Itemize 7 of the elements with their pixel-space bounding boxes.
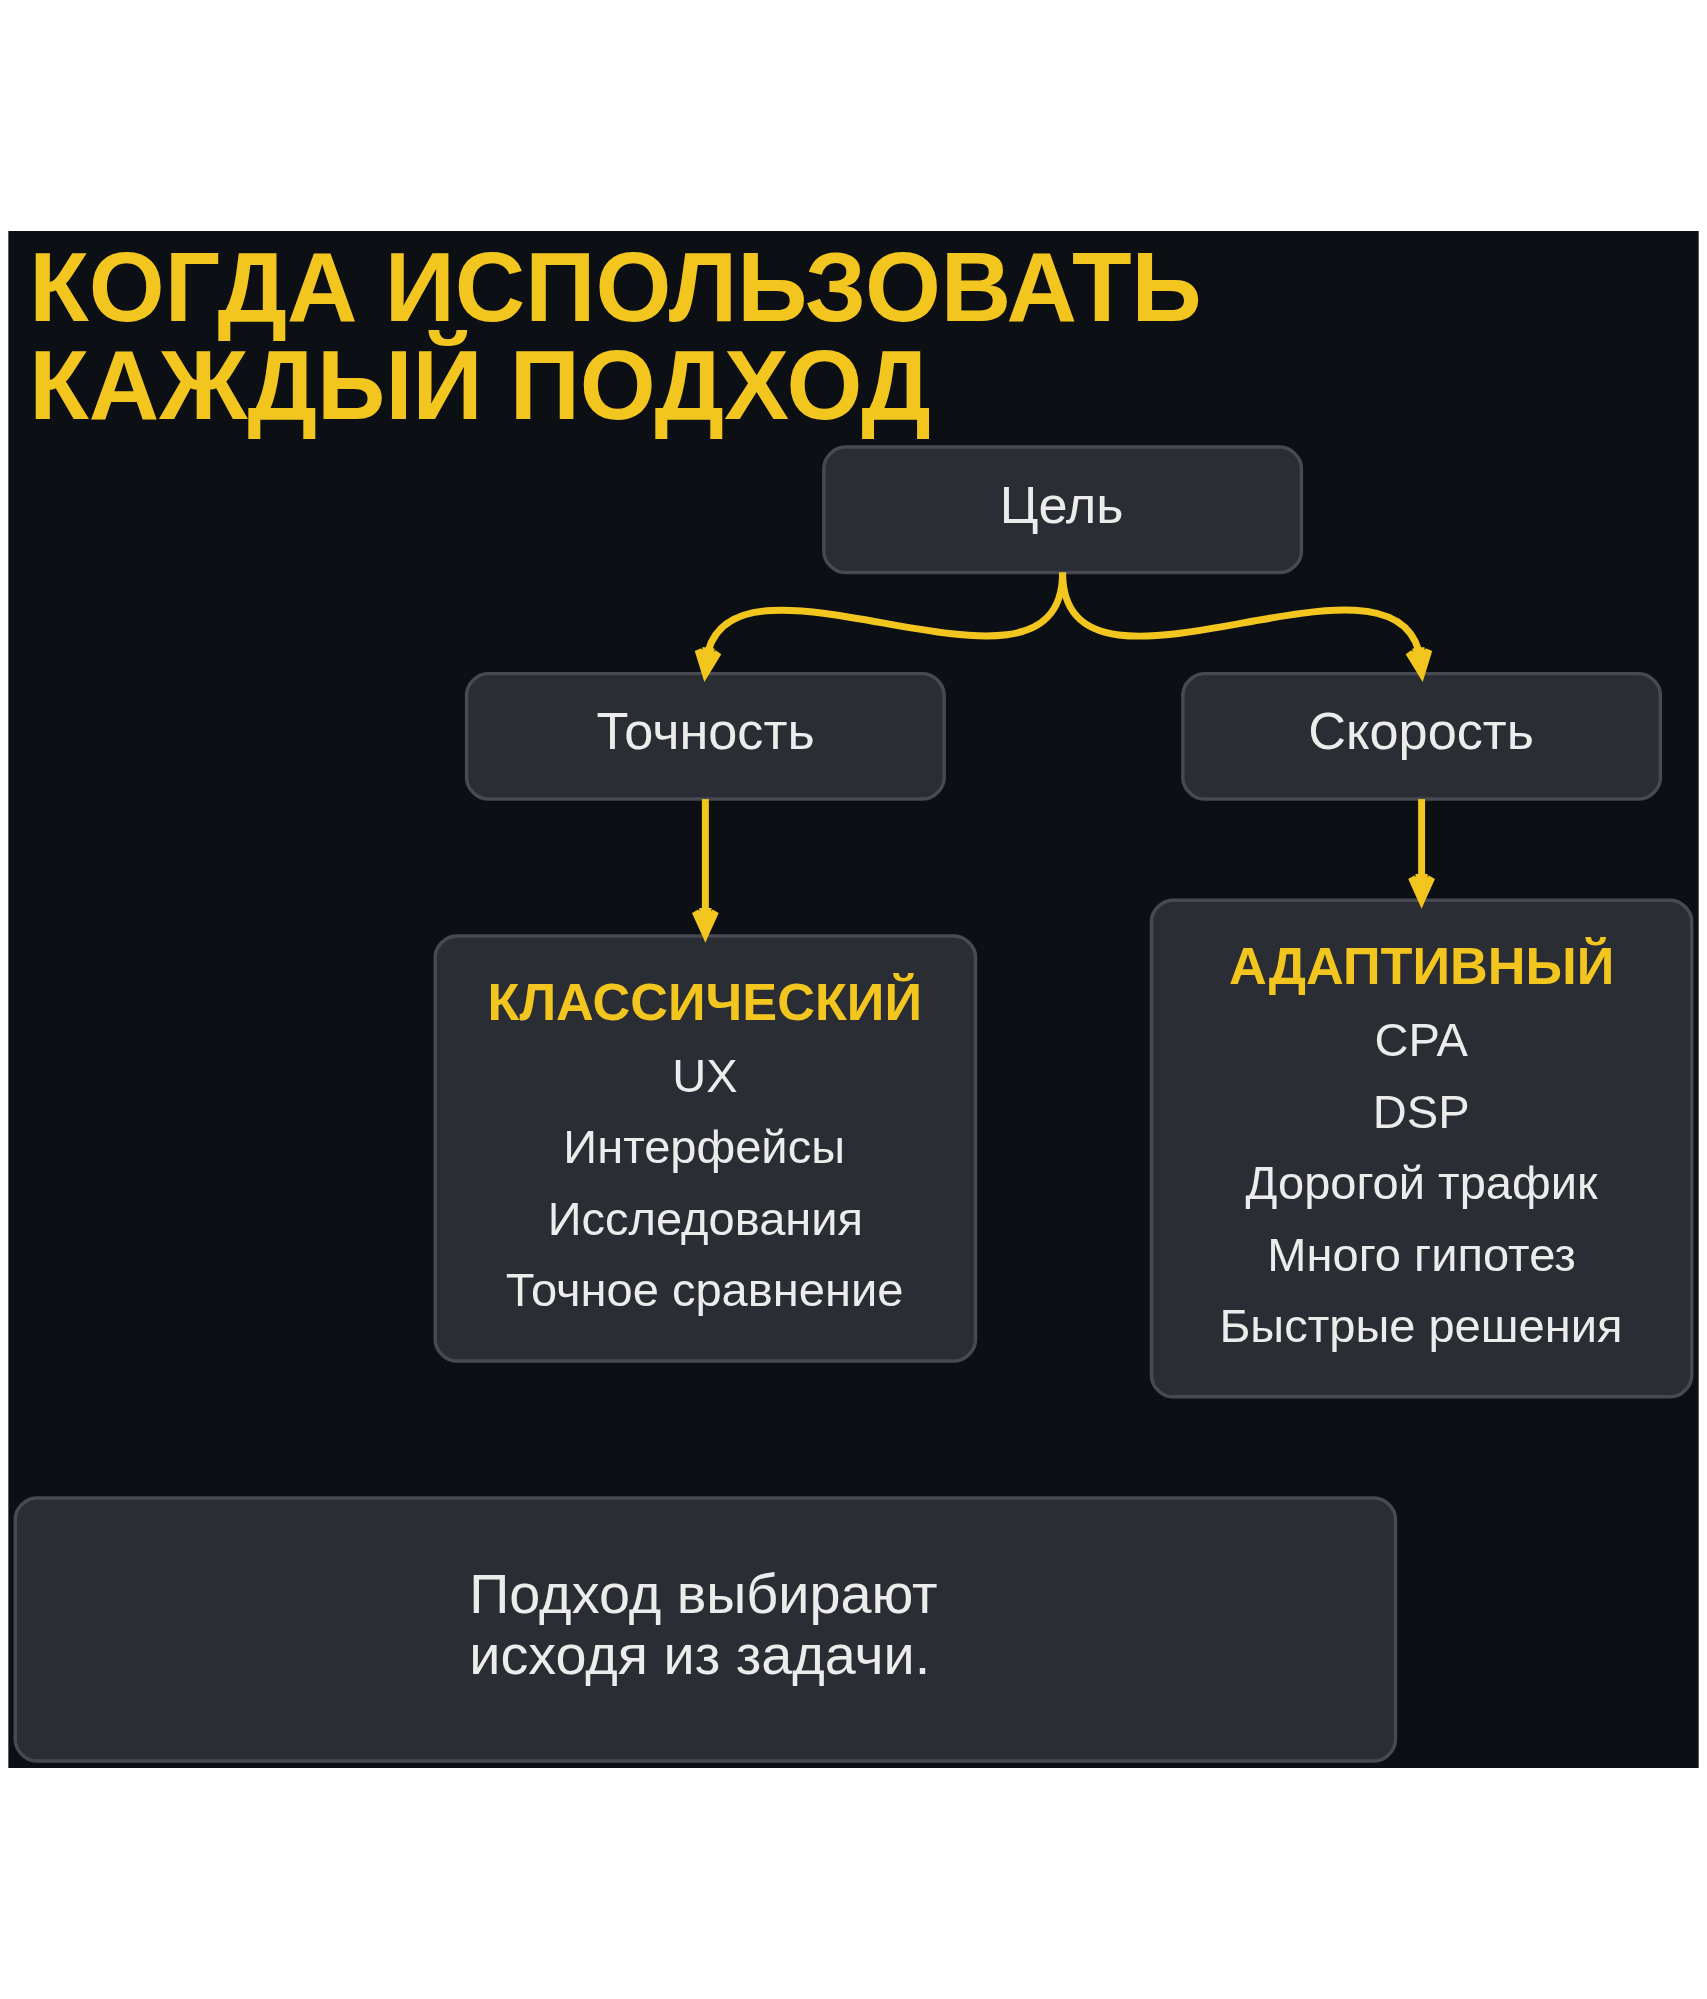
diagram-title: КОГДА ИСПОЛЬЗОВАТЬ КАЖДЫЙ ПОДХОД	[29, 233, 1202, 440]
node-box: Точность	[464, 671, 946, 801]
node-box: Скорость	[1181, 671, 1663, 801]
node-box: Подход выбирают исходя из задачи.	[13, 1496, 1398, 1763]
node-box: Цель	[822, 445, 1304, 575]
node-box: АДАПТИВНЫЙ CPA DSP Дорогой трафик Много гипотез Быстрые решения	[1149, 898, 1694, 1399]
node-box: КЛАССИЧЕСКИЙ UX Интерфейсы Исследования Точное сравнение	[433, 934, 978, 1363]
